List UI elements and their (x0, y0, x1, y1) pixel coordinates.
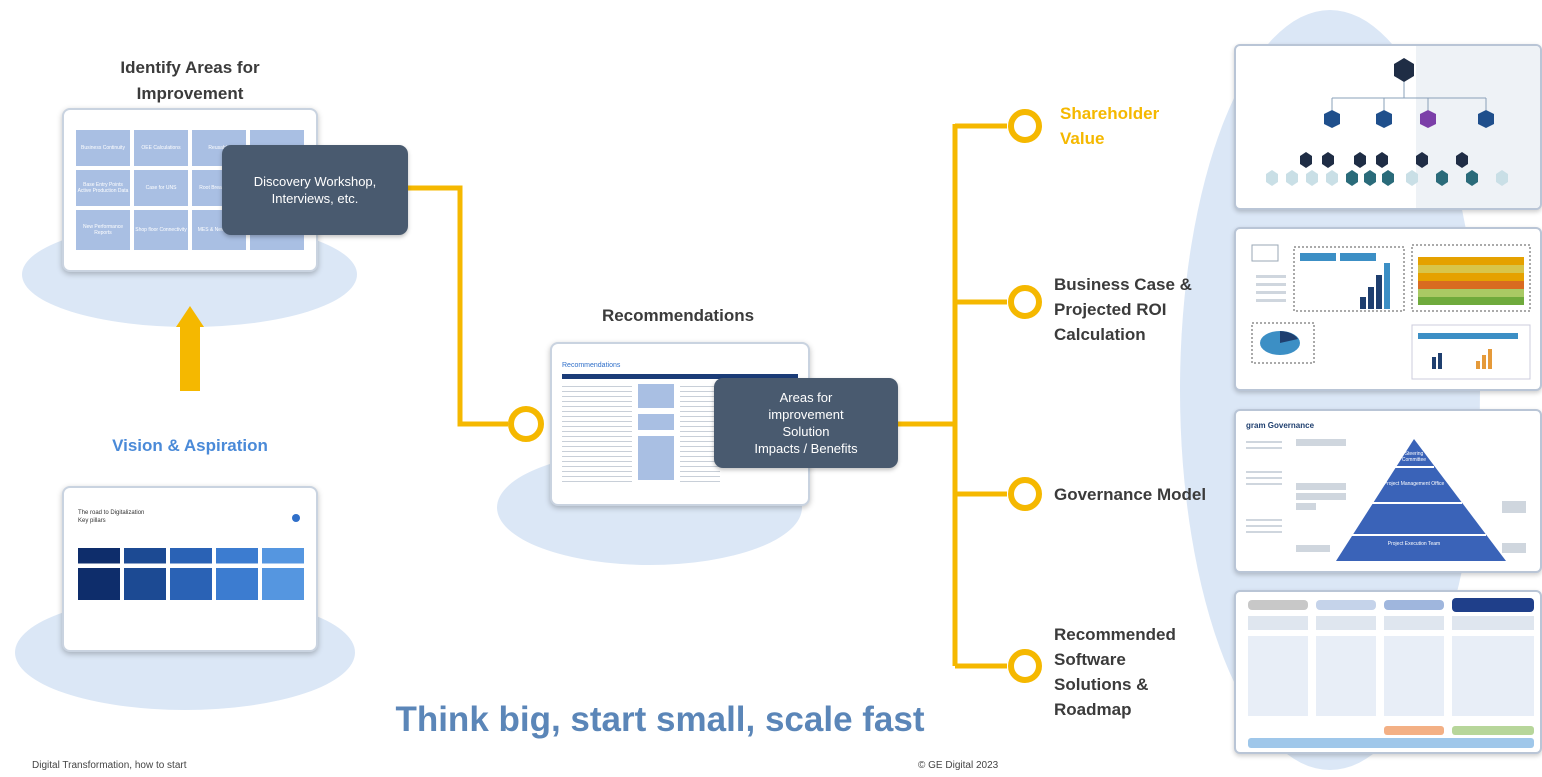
governance-pyramid (1246, 439, 1526, 561)
up-arrow (176, 306, 204, 391)
branch-label-shareholder-value: Shareholder Value (1060, 101, 1159, 151)
discovery-workshop-box: Discovery Workshop, Interviews, etc. (222, 145, 408, 235)
identify-title-line2: Improvement (136, 84, 244, 103)
identify-title: Identify Areas for Improvement (60, 55, 320, 107)
governance-level: Project Execution Team (1387, 541, 1441, 547)
branch-label-line: Recommended (1054, 625, 1176, 644)
vision-pillar (78, 548, 120, 600)
recommendations-slide-lines (562, 386, 632, 486)
branch-label-line: Software (1054, 650, 1126, 669)
branch-label-line: Roadmap (1054, 700, 1132, 719)
footer-left: Digital Transformation, how to start (32, 760, 187, 771)
vision-slide-title-line1: The road to Digitalization (78, 510, 145, 516)
recommendations-node-circle (508, 406, 544, 442)
areas-line: Areas for (779, 390, 833, 405)
governance-level: Steering Committee (1401, 451, 1427, 463)
vision-slide-thumbnail: The road to Digitalization Key pillars (62, 486, 318, 652)
vision-pillar (170, 548, 212, 600)
software-roadmap-panel (1234, 590, 1542, 754)
areas-line: improvement (768, 407, 844, 422)
vision-pillar (216, 548, 258, 600)
vision-title: Vision & Aspiration (112, 436, 268, 455)
identify-cell: Case for UNS (134, 170, 188, 206)
recommendations-title: Recommendations (601, 306, 755, 325)
governance-panel: gram Governance Steering Committee Proje… (1234, 409, 1542, 573)
vision-slide-badge (292, 514, 300, 522)
branch-node-circle-2 (1008, 285, 1042, 319)
recommendations-slide-col (638, 436, 674, 480)
identify-cell: Base Entry Points Active Production Data (76, 170, 130, 206)
branch-label-line: Shareholder (1060, 104, 1160, 123)
recommendations-slide-col (638, 414, 674, 430)
branch-label-governance-model: Governance Model (1054, 482, 1206, 507)
vision-pillar (262, 548, 304, 600)
branch-label-line: Value (1060, 129, 1105, 148)
roi-calculation-thumbnails (1251, 244, 1531, 380)
tagline: Think big, start small, scale fast (395, 700, 925, 739)
identify-to-recommendations-connector (405, 185, 508, 427)
discovery-line1: Discovery Workshop, (253, 174, 377, 189)
branch-node-circle-4 (1008, 649, 1042, 683)
recommendations-slide-lines (680, 386, 720, 486)
branch-label-line: Governance Model (1054, 485, 1207, 504)
recommendations-slide-header: Recommendations (562, 362, 621, 369)
branch-label-line: Solutions & (1054, 675, 1149, 694)
governance-panel-title: gram Governance (1246, 421, 1315, 430)
identify-cell: OEE Calculations (134, 130, 188, 166)
footer-right: © GE Digital 2023 (918, 760, 999, 771)
areas-for-improvement-box: Areas for improvement Solution Impacts /… (714, 378, 898, 468)
recommendations-slide-header-bar (562, 374, 798, 379)
areas-line: Solution (782, 424, 830, 439)
identify-cell: New Performance Reports (76, 210, 130, 250)
vision-pillar (124, 548, 166, 600)
business-case-panel (1234, 227, 1542, 391)
recommendations-slide-col (638, 384, 674, 408)
vision-slide-title-line2: Key pillars (78, 518, 106, 524)
identify-cell: Shop floor Connectivity (134, 210, 188, 250)
branch-label-line: Projected ROI (1054, 300, 1167, 319)
branch-node-circle-3 (1008, 477, 1042, 511)
branch-label-line: Calculation (1054, 325, 1146, 344)
identify-cell: Business Continuity (76, 130, 130, 166)
discovery-line2: Interviews, etc. (271, 191, 359, 206)
value-tree-diagram (1266, 46, 1540, 208)
branch-label-software-solutions: Recommended Software Solutions & Roadmap (1054, 622, 1176, 722)
branch-label-business-case: Business Case & Projected ROI Calculatio… (1054, 272, 1192, 347)
shareholder-value-panel (1234, 44, 1542, 210)
branch-node-circle-1 (1008, 109, 1042, 143)
branch-label-line: Business Case & (1054, 275, 1192, 294)
identify-slide-thumbnail: Business Continuity OEE Calculations Reu… (62, 108, 318, 272)
areas-line: Impacts / Benefits (754, 441, 858, 456)
identify-title-line1: Identify Areas for (120, 58, 260, 77)
roadmap-thumbnail (1248, 598, 1534, 748)
governance-level: Project Management Office (1383, 481, 1445, 487)
